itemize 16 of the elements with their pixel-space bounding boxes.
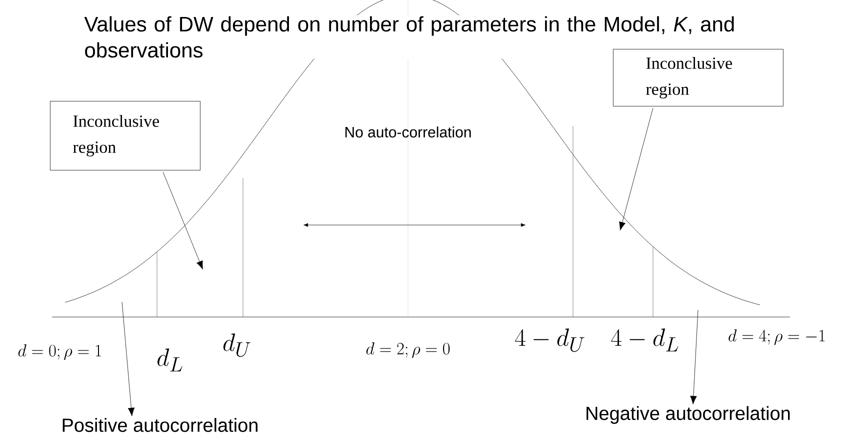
leader-line (162, 172, 203, 270)
region-label: No auto-correlation (345, 126, 471, 138)
leader-line (122, 302, 135, 416)
axis-value: $d = 0; \rho = 1$ (18, 344, 101, 360)
callout-box: Inconclusive region (50, 101, 200, 170)
critical-value: $4 - d_U$ (515, 328, 584, 352)
region-label: Positive autocorrelation (62, 418, 258, 432)
critical-value: $d_L$ (158, 348, 182, 372)
critical-value: $d_U$ (223, 334, 250, 357)
critical-value: $4 - d_L$ (611, 328, 678, 352)
leader-line (690, 310, 698, 404)
axis-value: $d = 4; \rho = -1$ (728, 329, 825, 346)
leader-line (619, 108, 654, 230)
axis-value: $d = 2; \rho = 0$ (366, 342, 450, 358)
region-label: Negative autocorrelation (586, 406, 790, 424)
callout-box: Inconclusive region (613, 49, 784, 106)
